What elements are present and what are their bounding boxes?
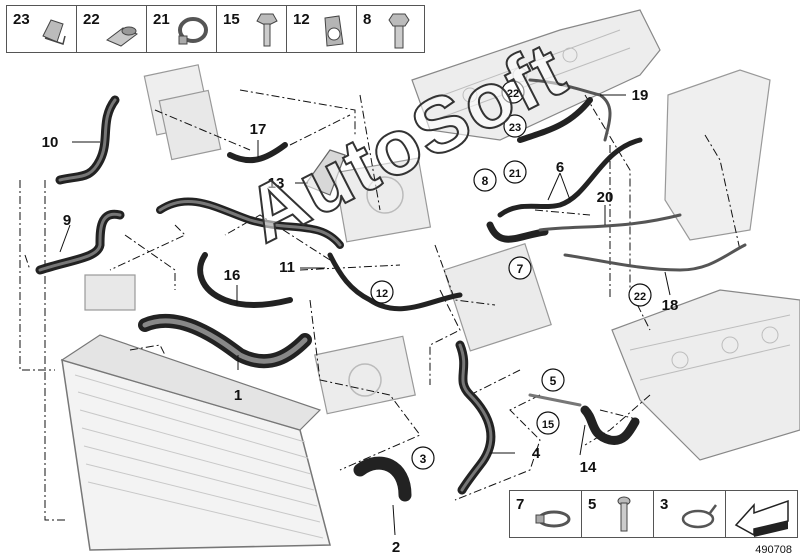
hose-clamp-icon xyxy=(178,17,208,45)
collar-screw-icon xyxy=(256,13,278,47)
part-cell-22: 22 xyxy=(77,6,147,52)
callout-19: 19 xyxy=(632,87,649,104)
part-cell-15: 15 xyxy=(217,6,287,52)
coolant-hoses xyxy=(35,78,747,502)
spring-clamp-icon xyxy=(681,504,717,529)
part-cell-8: 8 xyxy=(357,6,424,52)
callout-20: 20 xyxy=(597,189,614,206)
part-number: 8 xyxy=(363,11,372,28)
screw-icon xyxy=(617,496,631,532)
part-cell-arrow xyxy=(726,491,797,537)
part-cell-7: 7 xyxy=(510,491,582,537)
callout-8: 8 xyxy=(482,174,489,188)
callout-14: 14 xyxy=(580,459,597,476)
callout-6: 6 xyxy=(556,159,564,176)
part-cell-21: 21 xyxy=(147,6,217,52)
callout-23: 23 xyxy=(509,122,521,134)
assembly-guide-lines xyxy=(19,89,741,521)
callout-9: 9 xyxy=(63,212,71,229)
part-number: 15 xyxy=(223,11,240,28)
callout-21: 21 xyxy=(509,168,521,180)
clip-icon xyxy=(42,19,66,45)
callout-10: 10 xyxy=(42,134,59,151)
callout-18: 18 xyxy=(662,297,679,314)
part-number: 21 xyxy=(153,11,170,28)
callout-17: 17 xyxy=(250,121,267,138)
callout-2: 2 xyxy=(392,539,400,556)
leader-lines xyxy=(59,94,671,536)
callout-13: 13 xyxy=(268,175,285,192)
callout-3: 3 xyxy=(420,452,427,466)
part-number: 3 xyxy=(660,496,669,513)
bracket-13 xyxy=(304,149,346,196)
engine-cylinder-head-lower xyxy=(611,289,800,461)
callout-circles xyxy=(370,80,652,470)
small-parts-legend-bottom: 7 5 3 xyxy=(509,490,798,538)
part-number: 7 xyxy=(516,496,525,513)
callout-22-upper: 22 xyxy=(507,88,519,100)
bracket-clip-icon xyxy=(324,15,344,47)
part-number: 22 xyxy=(83,11,100,28)
part-cell-3: 3 xyxy=(654,491,726,537)
part-cell-12: 12 xyxy=(287,6,357,52)
callout-22-lower: 22 xyxy=(634,291,646,303)
small-parts-legend-top: 23 22 21 15 xyxy=(6,5,425,53)
part-number: 12 xyxy=(293,11,310,28)
diagram-id: 490708 xyxy=(755,544,792,556)
thermostat-housing xyxy=(314,335,416,415)
radiator xyxy=(60,334,331,551)
part-number: 5 xyxy=(588,496,597,513)
callout-5: 5 xyxy=(550,374,557,388)
callout-4: 4 xyxy=(532,445,541,462)
callout-7: 7 xyxy=(517,262,524,276)
arrow-symbol-icon xyxy=(734,499,789,537)
callout-15: 15 xyxy=(542,419,554,431)
hose-clip-icon xyxy=(106,26,138,47)
engine-cylinder-head-upper xyxy=(411,9,661,141)
coolant-pump xyxy=(333,157,432,243)
worm-clamp-icon xyxy=(535,510,571,528)
hex-bolt-icon xyxy=(388,13,410,49)
part-number: 23 xyxy=(13,11,30,28)
electric-water-pump xyxy=(84,274,136,311)
callout-1: 1 xyxy=(234,387,242,404)
callout-16: 16 xyxy=(224,267,241,284)
part-cell-5: 5 xyxy=(582,491,654,537)
part-cell-23: 23 xyxy=(7,6,77,52)
callout-11: 11 xyxy=(279,259,295,276)
callout-12: 12 xyxy=(376,288,388,300)
